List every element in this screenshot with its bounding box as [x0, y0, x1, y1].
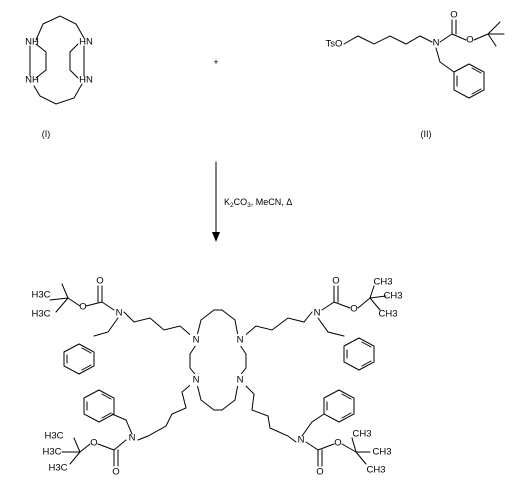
atom-o: O [332, 276, 339, 287]
atom-n: N [314, 308, 321, 319]
methyl-ch3: CH3 [352, 429, 371, 440]
atom-n: N [298, 435, 305, 446]
reaction-conditions: K2CO3, MeCN, Δ [224, 197, 292, 209]
atom-n: N [193, 335, 200, 346]
methyl-h3c: H3C [31, 290, 50, 301]
atom-tso: TsO [326, 39, 343, 50]
methyl-h3c: H3C [48, 463, 67, 474]
methyl-ch3: CH3 [373, 277, 392, 288]
atom-o: O [112, 467, 119, 478]
atom-hn: HN [79, 37, 93, 48]
atom-o: O [96, 276, 103, 287]
atom-hn: HN [79, 75, 93, 86]
plus-sign: + [213, 57, 218, 67]
atom-nh: NH [25, 37, 39, 48]
atom-n: N [129, 433, 136, 444]
atom-nh: NH [25, 75, 39, 86]
atom-o: O [316, 467, 323, 478]
methyl-h3c: H3C [42, 447, 61, 458]
methyl-h3c: H3C [44, 431, 63, 442]
methyl-ch3: CH3 [366, 465, 385, 476]
compound-label-1: (I) [42, 129, 51, 139]
compound-2-tosylate: TsO N O O (II) [326, 10, 505, 139]
atom-n: N [433, 38, 440, 49]
atom-o: O [334, 438, 341, 449]
atom-n: N [237, 335, 244, 346]
reaction-arrow [212, 161, 220, 242]
atom-o: O [450, 10, 457, 21]
compound-1-cyclam: NH HN NH HN (I) [25, 15, 93, 139]
atom-n: N [116, 308, 123, 319]
compound-label-2: (II) [421, 129, 432, 139]
atom-o: O [350, 304, 357, 315]
atom-o: O [466, 35, 473, 46]
product-molecule: N N N N N O O H3C H3C N O O CH3 CH3 CH3 … [31, 276, 402, 478]
atom-o: O [90, 438, 97, 449]
methyl-h3c: H3C [31, 309, 50, 320]
atom-o: O [79, 302, 86, 313]
methyl-ch3: CH3 [372, 447, 391, 458]
atom-n: N [237, 375, 244, 386]
methyl-ch3: CH3 [383, 291, 402, 302]
methyl-ch3: CH3 [378, 309, 397, 320]
atom-n: N [193, 375, 200, 386]
